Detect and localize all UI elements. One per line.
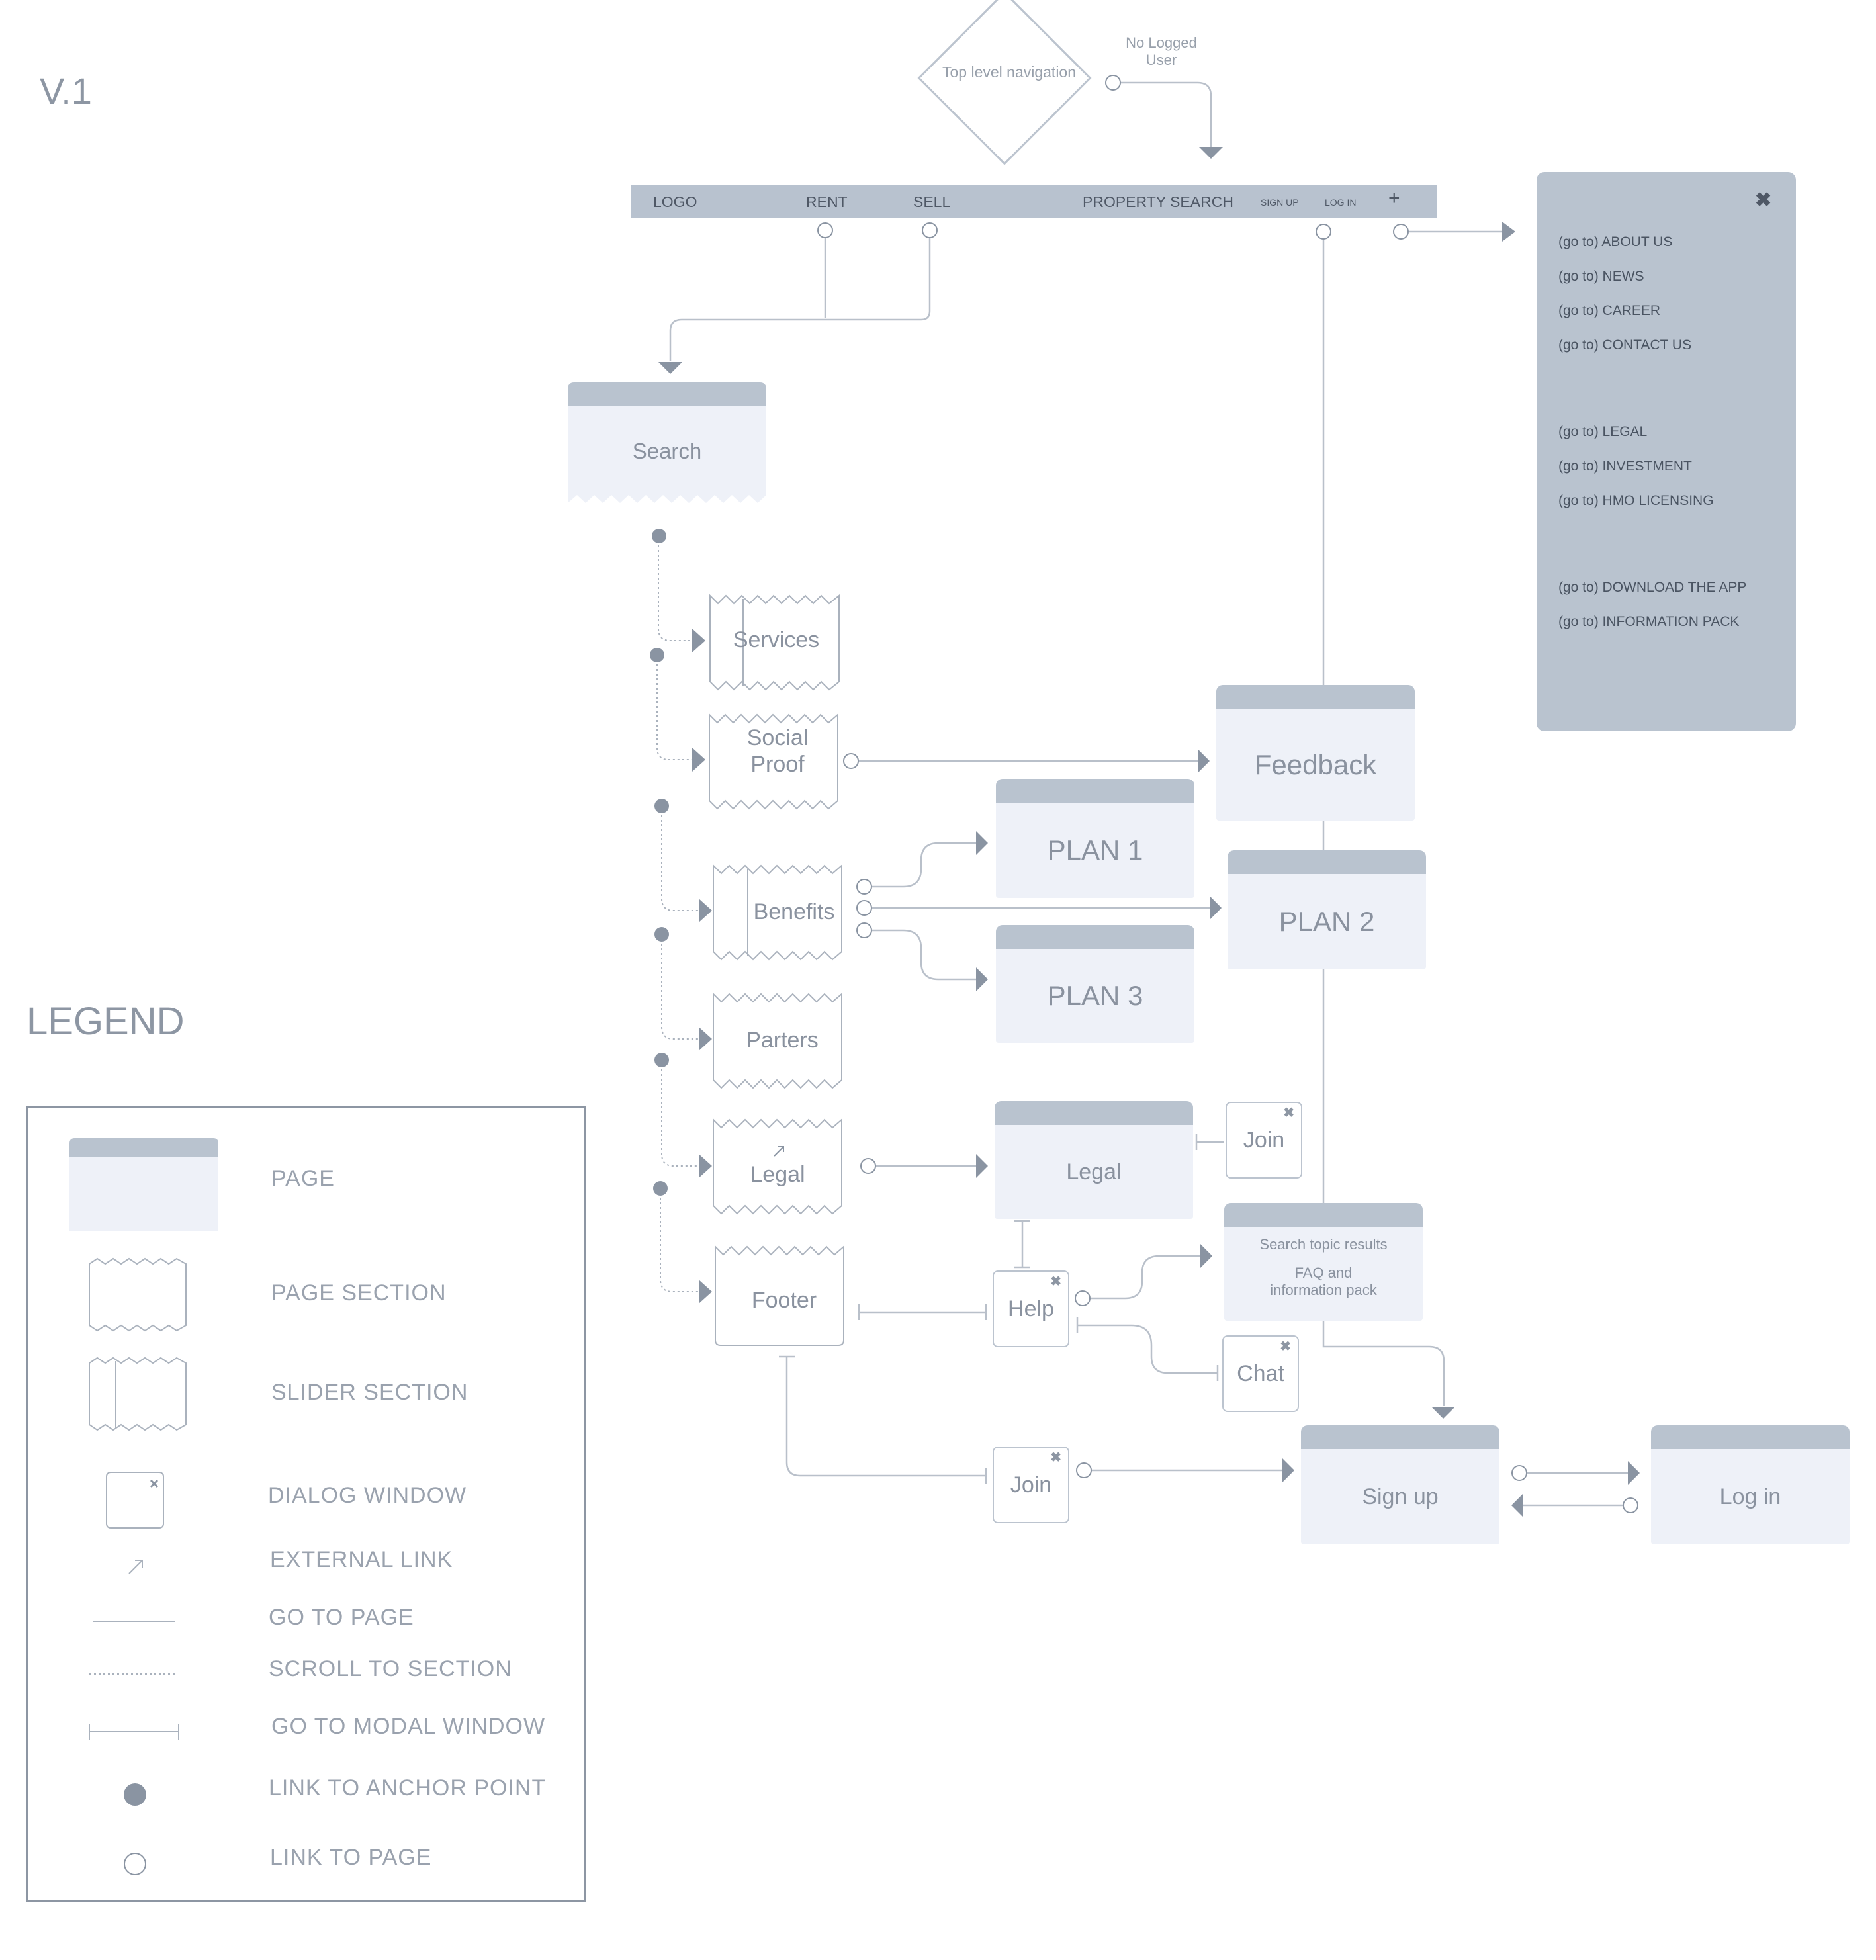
nav-sell[interactable]: SELL [913,193,951,210]
menu-item-hmo-licensing[interactable]: (go to) HMO LICENSING [1558,493,1714,508]
nav-rent[interactable]: RENT [806,193,848,210]
legend-title: LEGEND [26,1000,185,1043]
section-benefits: Benefits [753,899,835,924]
nav-log-in[interactable]: LOG IN [1325,197,1357,208]
page-plan1-label: PLAN 1 [1047,834,1143,866]
dialog-join-bottom-label: Join [1010,1472,1052,1497]
legend-label-dialog-window: DIALOG WINDOW [268,1483,467,1508]
menu-item-information-pack[interactable]: (go to) INFORMATION PACK [1558,614,1740,629]
page-search-topic-header [1224,1203,1423,1227]
close-icon[interactable]: ✖ [1280,1339,1291,1354]
legend-icons [69,1138,218,1875]
page-log-in[interactable]: Log in [1651,1425,1850,1544]
legend-label-anchor-point: LINK TO ANCHOR POINT [269,1775,547,1801]
no-logged-user-label: No Logged User [1126,34,1197,68]
scroll-connectors [656,536,699,1292]
menu-close-icon[interactable]: ✖ [1755,189,1772,211]
close-icon[interactable]: ✖ [1050,1274,1061,1289]
menu-item-career[interactable]: (go to) CAREER [1558,303,1661,318]
dialog-chat[interactable]: ✖ Chat [1222,1335,1299,1412]
menu-item-investment[interactable]: (go to) INVESTMENT [1558,459,1692,474]
legend-label-link-to-page: LINK TO PAGE [270,1845,432,1870]
page-plan2-header [1228,850,1426,874]
page-plan2-label: PLAN 2 [1278,906,1375,937]
page-sign-up-label: Sign up [1362,1484,1439,1509]
section-footer: Footer [751,1287,817,1313]
link-circles [817,75,1638,1513]
page-plan1[interactable]: PLAN 1 [996,779,1194,898]
section-legal: Legal [750,1161,805,1187]
dialog-join-top-label: Join [1243,1127,1285,1153]
nav-property-search[interactable]: PROPERTY SEARCH [1083,193,1233,210]
page-legal[interactable]: Legal [995,1101,1193,1219]
legend-label-slider-section: SLIDER SECTION [271,1380,469,1405]
page-connectors [858,760,1628,1507]
top-navbar [631,185,1437,218]
close-icon[interactable]: ✖ [1283,1106,1294,1120]
legend-box [26,1106,586,1902]
nav-connectors [669,81,1502,1406]
menu-item-download-app[interactable]: (go to) DOWNLOAD THE APP [1558,580,1747,595]
version-label: V.1 [40,70,92,112]
legend-label-go-to-modal: GO TO MODAL WINDOW [271,1714,546,1739]
page-log-in-header [1651,1425,1850,1449]
page-log-in-label: Log in [1719,1484,1781,1509]
legend-label-page-section: PAGE SECTION [271,1280,447,1306]
section-social-proof-line2: Proof [750,751,805,777]
dialog-join-top[interactable]: ✖ Join [1226,1102,1302,1179]
menu-item-contact-us[interactable]: (go to) CONTACT US [1558,337,1692,353]
anchor-points [650,529,669,1196]
search-topic-line1: Search topic results [1259,1236,1388,1253]
page-feedback[interactable]: Feedback [1216,685,1415,821]
page-legal-header [995,1101,1193,1125]
page-plan1-header [996,779,1194,803]
nav-sign-up[interactable]: SIGN UP [1261,197,1299,208]
legend-label-scroll-to-section: SCROLL TO SECTION [269,1656,512,1681]
page-feedback-label: Feedback [1254,748,1377,780]
section-parters: Parters [746,1027,819,1053]
arrowheads [658,147,1640,1517]
page-search-label: Search [632,438,702,463]
menu-item-news[interactable]: (go to) NEWS [1558,269,1644,284]
dialog-chat-label: Chat [1237,1360,1284,1386]
search-page-header [568,382,766,406]
dialog-join-bottom[interactable]: ✖ Join [993,1447,1069,1523]
legend-label-page: PAGE [271,1166,335,1191]
search-page-shape [568,382,766,503]
menu-panel [1537,172,1796,731]
page-plan3-label: PLAN 3 [1047,980,1143,1011]
page-plan2[interactable]: PLAN 2 [1228,850,1426,969]
section-social-proof-line1: Social [746,725,809,750]
page-legal-label: Legal [1066,1159,1122,1184]
page-sign-up[interactable]: Sign up [1301,1425,1499,1544]
menu-item-legal[interactable]: (go to) LEGAL [1558,424,1648,439]
nav-plus-button[interactable]: + [1388,187,1400,209]
close-icon[interactable]: ✖ [1050,1450,1061,1465]
page-search-topic-results[interactable]: Search topic results FAQ and information… [1224,1203,1423,1321]
page-feedback-header [1216,685,1415,709]
page-plan3[interactable]: PLAN 3 [996,925,1194,1043]
legend-label-go-to-page: GO TO PAGE [269,1605,414,1630]
nav-logo[interactable]: LOGO [653,193,697,210]
section-services: Services [733,627,820,652]
dialog-help[interactable]: ✖ Help [993,1270,1069,1347]
search-topic-line3: information pack [1270,1282,1377,1298]
page-sign-up-header [1301,1425,1499,1449]
modal-connectors [779,1134,1224,1484]
legend-label-external-link: EXTERNAL LINK [270,1547,453,1572]
search-topic-line2: FAQ and [1294,1265,1353,1281]
page-sections [709,594,844,1346]
page-plan3-header [996,925,1194,949]
top-nav-diamond-label: Top level navigation [942,64,1077,81]
dialog-help-label: Help [1008,1296,1054,1321]
menu-item-about-us[interactable]: (go to) ABOUT US [1558,234,1673,249]
